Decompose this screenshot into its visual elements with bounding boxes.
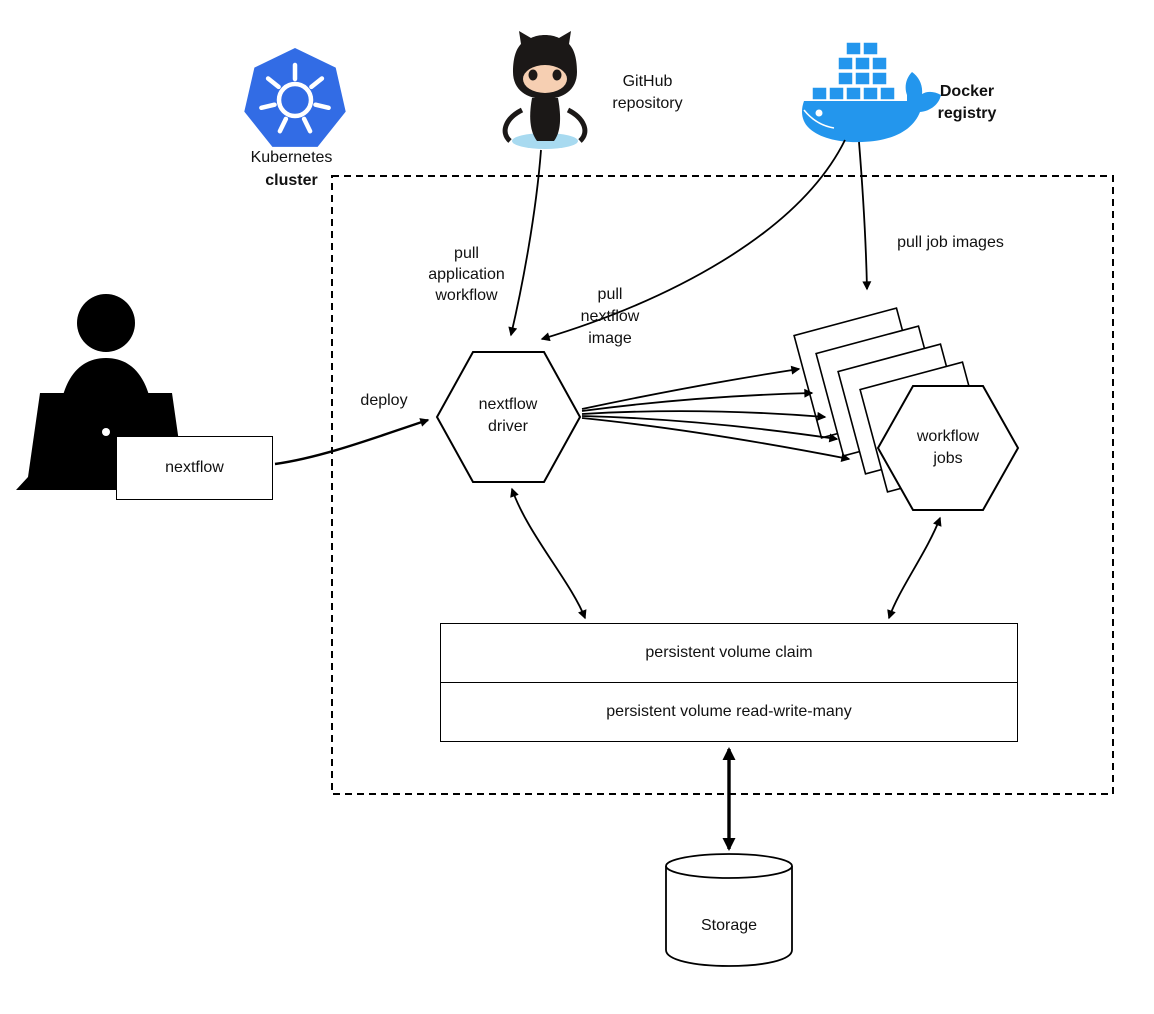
edge-docker-to-driver — [540, 139, 846, 342]
docker-icon — [802, 41, 941, 143]
persistent-volume-box: persistent volume read-write-many — [441, 682, 1017, 741]
octocat-eye-right — [552, 69, 562, 81]
edge-driver-to-job-5 — [581, 417, 851, 462]
pull-nf-line1: pull — [597, 286, 623, 303]
kubernetes-icon — [244, 48, 346, 147]
jobs-label-line1: workflow — [916, 428, 980, 445]
workflow-jobs-hexagon — [876, 385, 1020, 511]
edge-github-to-driver — [508, 149, 542, 337]
pull-app-line1: pull — [454, 245, 479, 262]
jobs-label-line2: jobs — [933, 450, 963, 467]
pull-nf-line2: nextflow — [580, 308, 640, 325]
edge-driver-to-job-2 — [581, 388, 814, 412]
kubernetes-label-line2: cluster — [265, 172, 318, 189]
docker-whale-eye — [815, 109, 823, 117]
kubernetes-heptagon — [244, 48, 346, 147]
edge-jobs-pvc — [887, 516, 942, 620]
deploy-edge-label: deploy — [334, 390, 434, 411]
pull-nextflow-image-label: pull nextflow image — [549, 284, 671, 350]
edge-driver-to-job-1 — [581, 365, 801, 410]
octocat-body — [530, 98, 561, 141]
kubernetes-label-line1: Kubernetes — [250, 149, 333, 166]
github-label-line2: repository — [612, 95, 683, 112]
persistent-volume-label: persistent volume read-write-many — [606, 703, 852, 720]
docker-whale-body — [802, 72, 941, 143]
github-repository-label: GitHub repository — [595, 71, 700, 115]
persistent-volume-claim-box: persistent volume claim — [441, 624, 1017, 682]
kubernetes-cluster-label: Kubernetes cluster — [219, 146, 364, 192]
github-icon — [502, 31, 588, 149]
pull-job-images-label: pull job images — [868, 232, 1033, 253]
pull-app-line2: application — [428, 266, 505, 283]
pull-application-workflow-label: pull application workflow — [394, 243, 539, 306]
nextflow-driver-hexagon — [435, 351, 582, 483]
edge-deploy — [274, 418, 430, 466]
nextflow-driver-label: nextflow driver — [438, 394, 578, 438]
kubernetes-helm-wheel — [276, 81, 314, 119]
docker-registry-label: Docker registry — [912, 81, 1022, 125]
deploy-label-text: deploy — [360, 392, 408, 409]
github-label-line1: GitHub — [622, 73, 673, 90]
kubernetes-helm-spokes — [259, 62, 331, 134]
docker-whale-mouth — [803, 109, 835, 129]
octocat-eye-left — [528, 69, 538, 81]
driver-label-line1: nextflow — [478, 396, 538, 413]
nextflow-client-box: nextflow — [116, 436, 273, 500]
octocat-tentacle-right — [566, 107, 588, 143]
persistent-volume-stack: persistent volume claim persistent volum… — [440, 623, 1018, 742]
pull-job-images-text: pull job images — [897, 234, 1004, 251]
docker-label-line2: registry — [937, 105, 997, 122]
nextflow-client-label: nextflow — [165, 459, 224, 476]
octocat-face — [523, 65, 567, 93]
edge-driver-to-job-4 — [581, 415, 839, 443]
edge-driver-to-job-3 — [581, 410, 827, 421]
docker-containers — [811, 41, 896, 101]
storage-cylinder — [665, 853, 793, 967]
workflow-jobs-label: workflow jobs — [878, 426, 1018, 470]
driver-label-line2: driver — [487, 418, 528, 435]
pull-app-line3: workflow — [435, 287, 498, 304]
docker-label-line1: Docker — [939, 83, 995, 100]
storage-label: Storage — [669, 915, 789, 936]
diagram-edges — [274, 139, 942, 851]
edge-docker-to-jobs — [858, 141, 872, 291]
persistent-volume-claim-label: persistent volume claim — [645, 644, 813, 661]
storage-label-text: Storage — [700, 917, 758, 934]
octocat-tentacle-left — [502, 107, 524, 143]
edge-driver-pvc — [510, 487, 587, 620]
pull-nf-line3: image — [588, 330, 632, 347]
